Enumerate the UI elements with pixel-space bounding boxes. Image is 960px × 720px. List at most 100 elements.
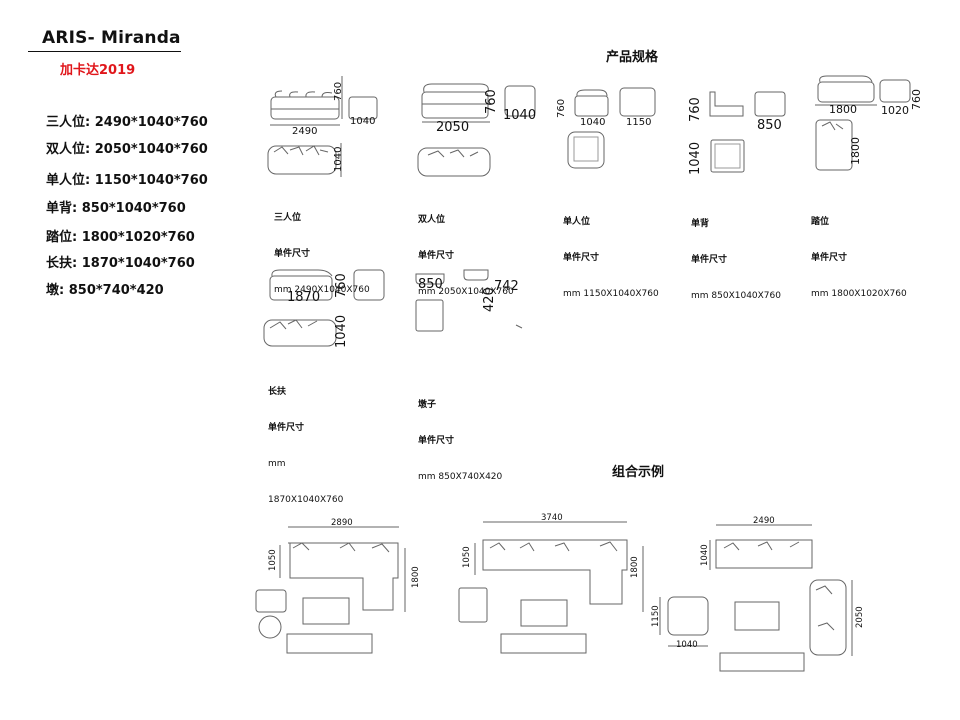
combo-1-width-label: 2890 [331, 518, 353, 528]
product-name: 三人位 [274, 213, 302, 223]
dim-depth-label: 1040 [688, 141, 703, 175]
spec-item: 单人位: 1150*1040*760 [46, 173, 208, 188]
combo-2-length-label: 1800 [630, 556, 640, 578]
dim-side-label: 1040 [580, 117, 606, 128]
combo-1-length-label: 1800 [411, 566, 421, 588]
single-seater-side-drawing [619, 87, 656, 117]
product-unit-label: 单件尺寸 [691, 255, 728, 265]
dim-width-label: 2050 [436, 120, 470, 135]
product-caption-chaise: 踏位 单件尺寸 mm 1800X1020X760 [811, 192, 907, 312]
product-name: 踏位 [811, 217, 830, 227]
two-seater-side-drawing [504, 85, 536, 117]
spec-item: 单背: 850*1040*760 [46, 201, 186, 216]
dim-depth-label: 1040 [334, 314, 349, 348]
dim-side-label: 1020 [881, 104, 909, 117]
single-seater-top-drawing [567, 131, 605, 169]
product-unit-label: 单件尺寸 [418, 251, 455, 261]
product-caption-three-seater: 三人位 单件尺寸 mm 2490X1040X760 [274, 188, 370, 308]
three-seater-top-drawing [267, 145, 337, 175]
product-unit-mm: mm [268, 459, 286, 469]
dim-height-label: 760 [556, 98, 567, 118]
product-dims: 1870X1040X760 [268, 495, 344, 505]
dim-width-label: 1800 [829, 103, 857, 116]
combo-3-chair-depth-label: 1150 [651, 605, 661, 627]
section-heading-product-specs: 产品规格 [606, 50, 659, 65]
dim-height-label: 760 [688, 97, 703, 122]
chaise-side-drawing [879, 79, 911, 103]
spec-item: 长扶: 1870*1040*760 [46, 256, 195, 271]
dim-side-label: 1040 [350, 116, 376, 127]
combo-3-depth-label: 1040 [700, 544, 710, 566]
dim-depth-label: 1800 [849, 137, 862, 165]
product-dims: mm 2050X1040X760 [418, 287, 514, 297]
dim-width-label: 2490 [292, 126, 318, 137]
dim-height-label: 760 [910, 89, 923, 110]
product-name: 单背 [691, 219, 710, 229]
product-caption-long-arm: 长扶 单件尺寸 mm 1870X1040X760 [268, 362, 343, 518]
spec-item: 双人位: 2050*1040*760 [46, 142, 208, 157]
dim-height-label: 760 [333, 81, 344, 101]
combo-3-chair-width-label: 1040 [676, 640, 698, 650]
product-dims: mm 850X740X420 [418, 472, 503, 482]
dim-side-label: 1040 [503, 108, 537, 123]
long-arm-side-drawing [353, 269, 385, 301]
spec-item: 踏位: 1800*1020*760 [46, 230, 195, 245]
single-seater-front-drawing [574, 89, 609, 117]
product-dims: mm 2490X1040X760 [274, 285, 370, 295]
product-unit-label: 单件尺寸 [268, 423, 305, 433]
spec-item: 三人位: 2490*1040*760 [46, 115, 208, 130]
product-unit-label: 单件尺寸 [418, 436, 455, 446]
long-arm-top-drawing [263, 319, 337, 347]
combo-3-side-length-label: 2050 [855, 606, 865, 628]
product-unit-label: 单件尺寸 [811, 253, 848, 263]
ottoman-front-drawing [415, 273, 445, 285]
three-seater-front-drawing [270, 90, 340, 120]
single-back-side-drawing [754, 91, 786, 117]
single-back-front-drawing [709, 91, 744, 117]
dim-width-label: 850 [757, 118, 782, 133]
two-seater-front-drawing [421, 83, 489, 119]
combination-2-drawing [458, 521, 644, 654]
dim-width-label: 850 [418, 277, 443, 292]
product-caption-single-back: 单背 单件尺寸 mm 850X1040X760 [691, 194, 781, 314]
product-dims: mm 1150X1040X760 [563, 289, 659, 299]
dim-depth-label: 742 [494, 279, 519, 294]
dim-depth-label: 1040 [333, 146, 344, 172]
single-back-top-drawing [710, 139, 745, 173]
product-name: 单人位 [563, 217, 591, 227]
page-subtitle: 加卡达2019 [60, 63, 136, 78]
dim-height-label: 760 [334, 273, 349, 298]
long-arm-front-drawing [269, 269, 333, 301]
combo-1-depth-label: 1050 [268, 549, 278, 571]
product-dims: mm 850X1040X760 [691, 291, 781, 301]
combo-2-depth-label: 1050 [462, 546, 472, 568]
title-divider [28, 51, 181, 52]
product-unit-label: 单件尺寸 [274, 249, 311, 259]
product-caption-ottoman: 墩子 单件尺寸 mm 850X740X420 [418, 375, 502, 495]
page-title: ARIS- Miranda [42, 28, 181, 48]
product-name: 长扶 [268, 387, 287, 397]
section-heading-combination-examples: 组合示例 [612, 465, 665, 480]
two-seater-top-drawing [417, 147, 491, 177]
product-caption-single-seater: 单人位 单件尺寸 mm 1150X1040X760 [563, 192, 659, 312]
product-caption-two-seater: 双人位 单件尺寸 mm 2050X1040X760 [418, 190, 514, 310]
combination-1-drawing [255, 526, 406, 654]
dim-width-label: 1150 [626, 117, 652, 128]
dim-height-label: 760 [484, 89, 499, 114]
dim-width-label: 1870 [287, 290, 321, 305]
ottoman-side-drawing [463, 269, 489, 281]
chaise-front-drawing [817, 75, 875, 103]
ottoman-top-drawing [415, 299, 444, 332]
dim-line [515, 324, 523, 329]
chaise-top-drawing [815, 119, 853, 171]
product-name: 双人位 [418, 215, 446, 225]
spec-item: 墩: 850*740*420 [46, 283, 164, 298]
product-dims: mm 1800X1020X760 [811, 289, 907, 299]
combo-3-width-label: 2490 [753, 516, 775, 526]
product-name: 墩子 [418, 400, 437, 410]
three-seater-side-drawing [348, 96, 378, 120]
combo-2-width-label: 3740 [541, 513, 563, 523]
product-unit-label: 单件尺寸 [563, 253, 600, 263]
combination-3-drawing [659, 524, 853, 672]
